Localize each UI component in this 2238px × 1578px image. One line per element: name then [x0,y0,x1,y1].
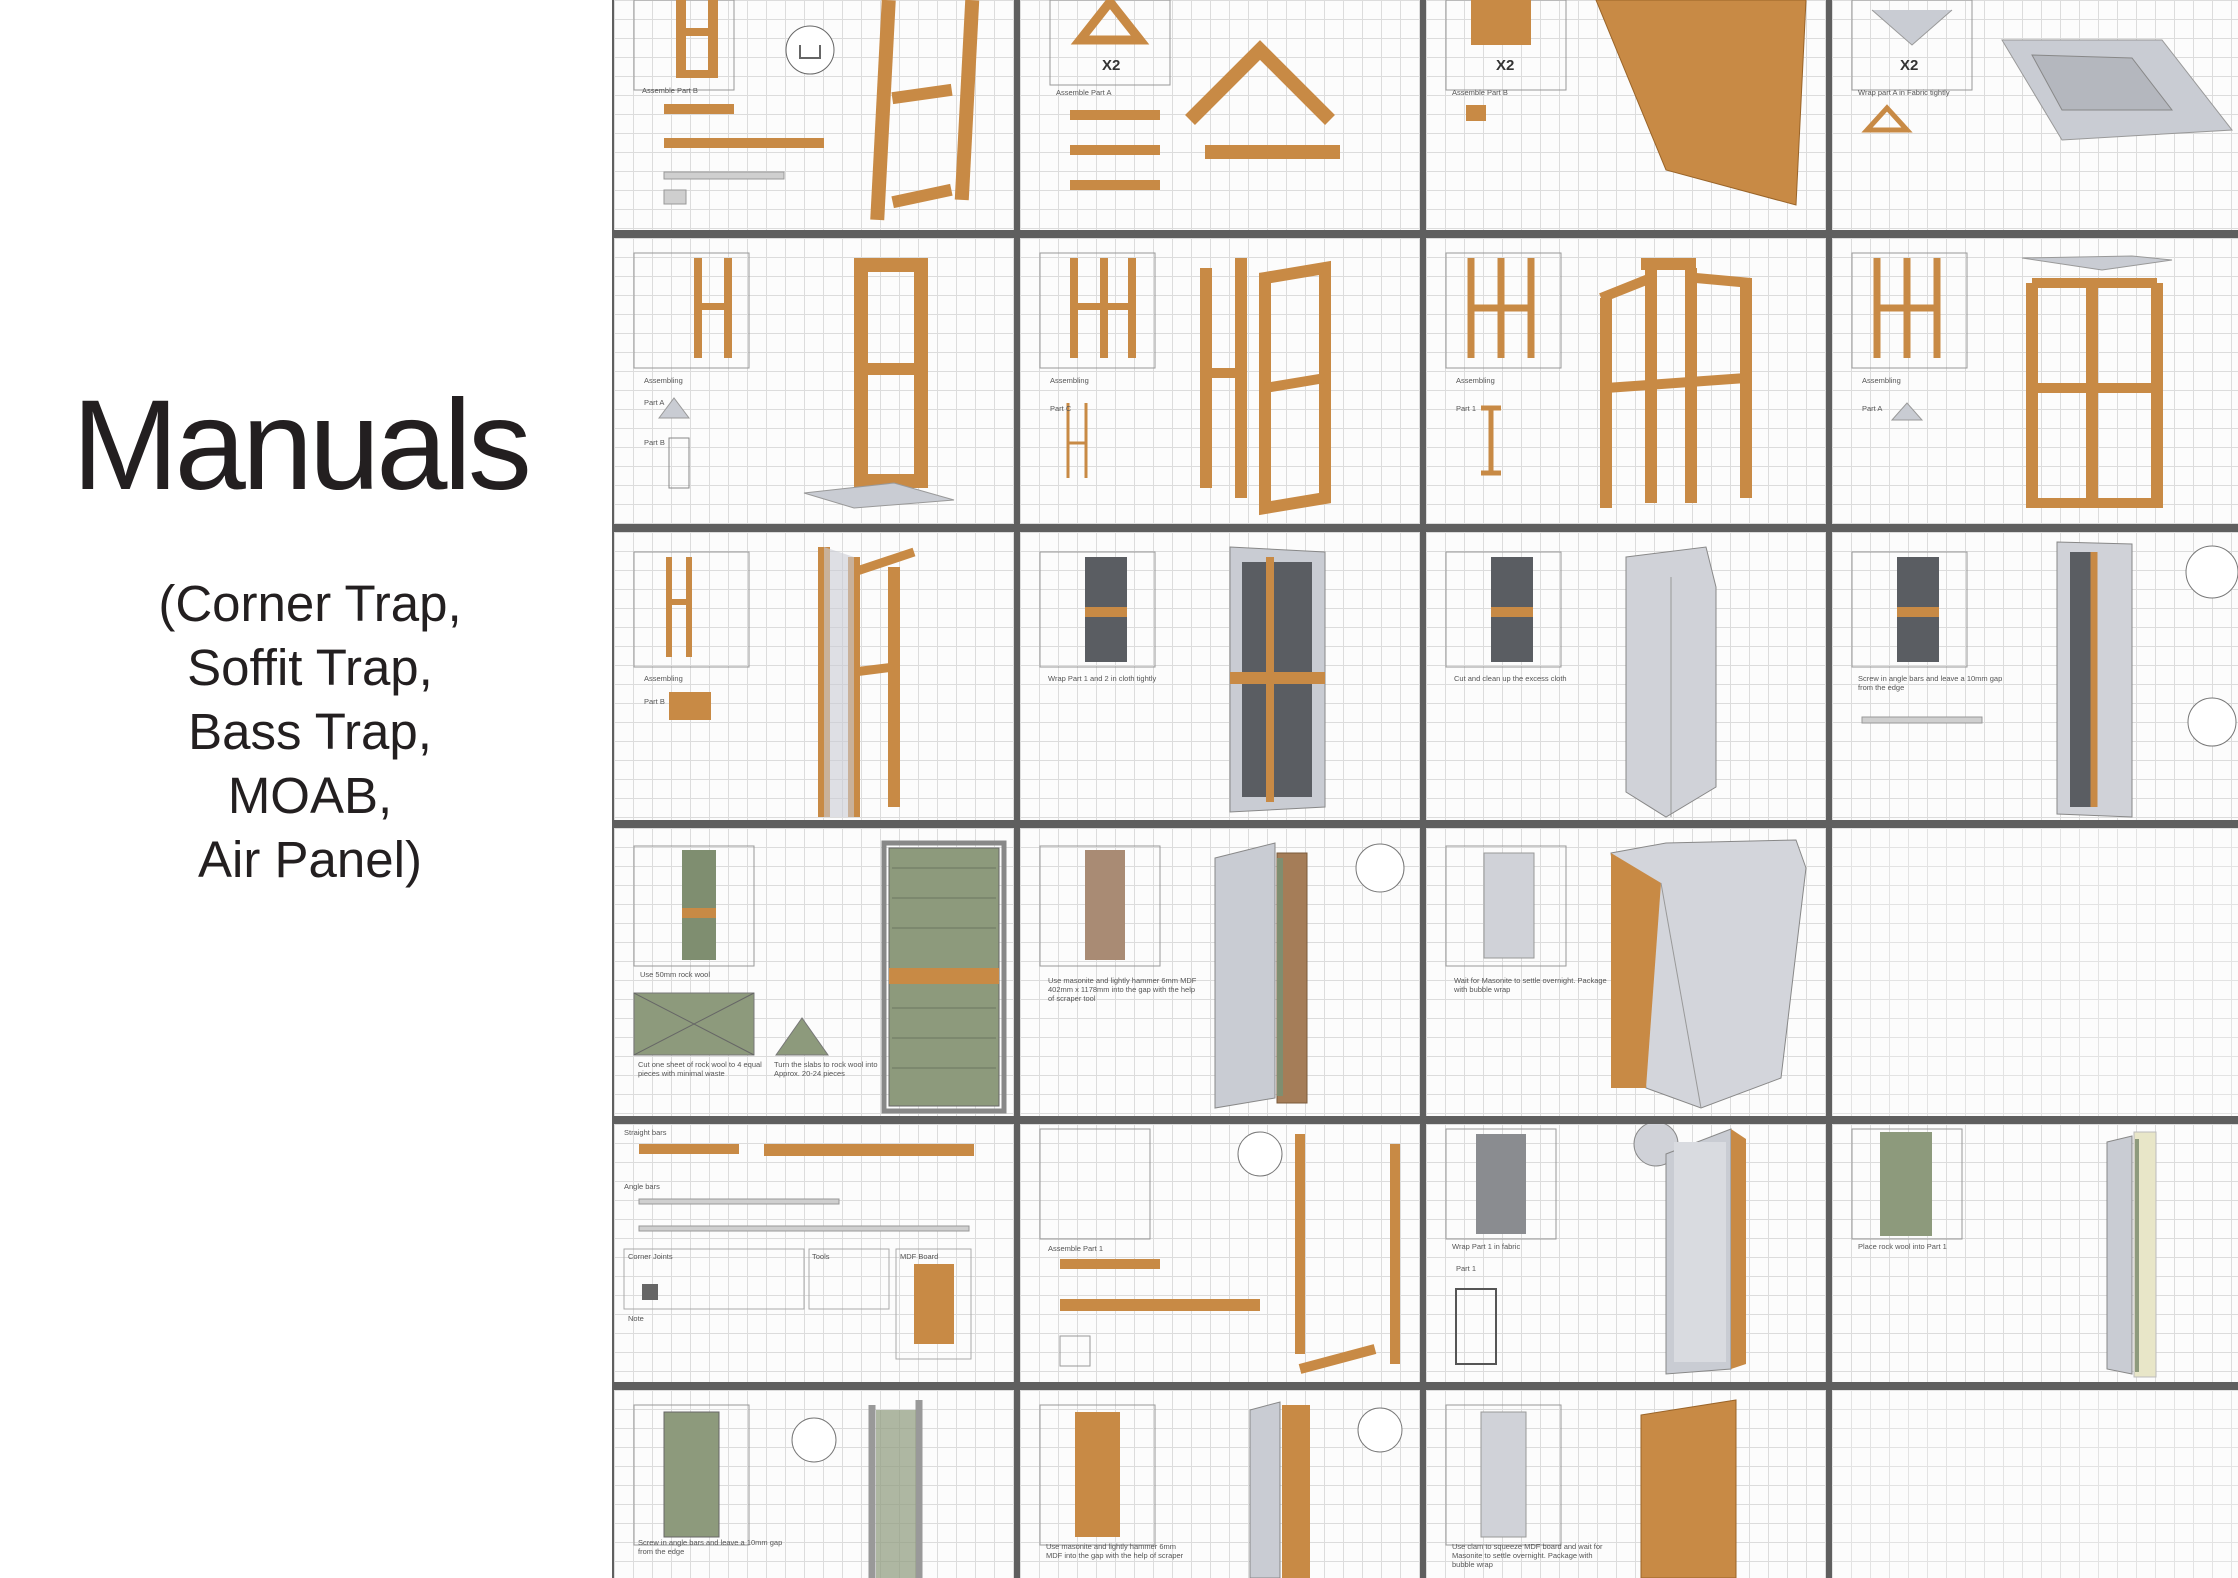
manual-page-17: Straight bars Angle bars Corner Joints T… [614,1124,1014,1382]
page-note: Wrap part A in Fabric tightly [1858,88,1950,97]
assembly-diagram [1049,0,1340,190]
quantity-marker: X2 [1900,57,1918,74]
page-note: Part 1 [1456,1264,1477,1273]
manual-page-9: Assembling Part B [614,532,1014,820]
subtitle-line: (Corner Trap, [158,575,462,632]
quantity-marker: X2 [1102,57,1120,74]
manual-page-15: Wait for Masonite to settle overnight. P… [1426,828,1826,1116]
page-note: Straight bars [624,1128,667,1137]
page-note: Wait for Masonite to settle overnight. P… [1454,976,1607,994]
quantity-marker: X2 [1496,57,1514,74]
manual-page-24 [1832,1390,2238,1578]
page-note: Part B [644,438,665,447]
subtitle-line: MOAB, [227,767,393,824]
page-note: Assemble Part B [1452,88,1508,97]
page-note: Wrap Part 1 in fabric [1452,1242,1521,1251]
page-note: Corner Joints [628,1252,673,1261]
manual-page-7: Assembling Part 1 [1426,238,1826,524]
assembly-diagram [1851,1128,2157,1378]
page-note: Assembling [1456,376,1495,385]
page-note: Note [628,1314,644,1323]
assembly-diagram [633,252,955,509]
assembly-diagram [633,1400,923,1578]
page-note: Cut one sheet of rock wool to 4 equal pi… [638,1060,762,1078]
page-note: Part 1 [1456,404,1477,413]
page-note: Assemble Part 1 [1048,1244,1104,1253]
manual-page-3: X2 Assemble Part B [1426,0,1826,230]
page-title: Manuals [72,374,532,517]
page-note: Assemble Part A [1056,88,1112,97]
page-note: Assembling [1050,376,1089,385]
page-note: Screw in angle bars and leave a 10mm gap… [1858,674,2003,692]
manual-page-10: Wrap Part 1 and 2 in cloth tightly [1020,532,1420,820]
page-note: Use clam to squeeze MDF board and wait f… [1452,1542,1603,1569]
manual-page-22: Use masonite and lightly hammer 6mm MDF … [1020,1390,1420,1578]
page-note: Place rock wool into Part 1 [1858,1242,1947,1251]
manual-page-8: Assembling Part A [1832,238,2238,524]
page-note: Part A [644,398,665,407]
page-note: Part A [1862,404,1883,413]
assembly-diagram [1039,252,1331,516]
assembly-diagram [1445,0,1807,206]
assembly-diagram [1445,546,1717,818]
manual-page-16 [1832,828,2238,1116]
manual-page-20: Place rock wool into Part 1 [1832,1124,2238,1382]
manual-page-14: Use masonite and lightly hammer 6mm MDF … [1020,828,1420,1116]
assembly-diagram [1445,1399,1737,1578]
subtitle-line: Soffit Trap, [187,639,433,696]
manual-page-13: Use 50mm rock wool Cut one sheet of rock… [614,828,1014,1116]
subtitle: (Corner Trap, Soffit Trap, Bass Trap, MO… [60,572,560,892]
manual-page-2: X2 Assemble Part A [1020,0,1420,230]
page-note: Assembling [644,674,683,683]
assembly-diagram [1039,1401,1403,1578]
assembly-diagram [1445,1124,1746,1375]
subtitle-line: Bass Trap, [188,703,432,760]
assembly-diagram [1445,839,1807,1109]
title-block: Manuals (Corner Trap, Soffit Trap, Bass … [0,0,612,1578]
manual-page-12: Screw in angle bars and leave a 10mm gap… [1832,532,2238,820]
page-note: MDF Board [900,1252,939,1261]
assembly-diagram [1851,0,2233,141]
page-note: Part C [1050,404,1072,413]
manual-page-6: Assembling Part C [1020,238,1420,524]
page-note: Assembling [644,376,683,385]
assembly-diagram [633,840,1007,1114]
page-note: Part B [644,697,665,706]
page-note: Screw in angle bars and leave a 10mm gap… [638,1538,783,1556]
manual-page-grid: Assemble Part B X2 Assemble Part A X2 As… [612,0,2238,1578]
assembly-diagram [1445,252,1752,508]
manual-page-23: Use clam to squeeze MDF board and wait f… [1426,1390,1826,1578]
page-note: Use masonite and lightly hammer 6mm MDF … [1046,1542,1184,1560]
page-note: Assembling [1862,376,1901,385]
assembly-diagram [623,1144,974,1360]
manual-page-1: Assemble Part B [614,0,1014,230]
assembly-diagram [1851,252,2173,508]
page-note: Angle bars [624,1182,660,1191]
page-note: Tools [812,1252,830,1261]
manual-page-18: Assemble Part 1 [1020,1124,1420,1382]
manual-page-21: Screw in angle bars and leave a 10mm gap… [614,1390,1014,1578]
assembly-diagram [633,547,916,817]
page-note: Wrap Part 1 and 2 in cloth tightly [1048,674,1157,683]
assembly-diagram [1851,541,2238,818]
page-note: Turn the slabs to rock wool into Approx.… [774,1060,878,1078]
subtitle-line: Air Panel) [198,831,422,888]
manual-page-4: X2 Wrap part A in Fabric tightly [1832,0,2238,230]
assembly-diagram [1039,1128,1400,1374]
assembly-diagram [633,0,980,221]
assembly-diagram [1039,546,1326,813]
page-note: Assemble Part B [642,86,698,95]
manual-page-11: Cut and clean up the excess cloth [1426,532,1826,820]
assembly-diagram [1039,842,1405,1109]
manual-page-19: Wrap Part 1 in fabric Part 1 [1426,1124,1826,1382]
page-note: Use 50mm rock wool [640,970,711,979]
page-note: Use masonite and lightly hammer 6mm MDF … [1048,976,1197,1003]
manual-page-5: Assembling Part A Part B [614,238,1014,524]
page-note: Cut and clean up the excess cloth [1454,674,1567,683]
